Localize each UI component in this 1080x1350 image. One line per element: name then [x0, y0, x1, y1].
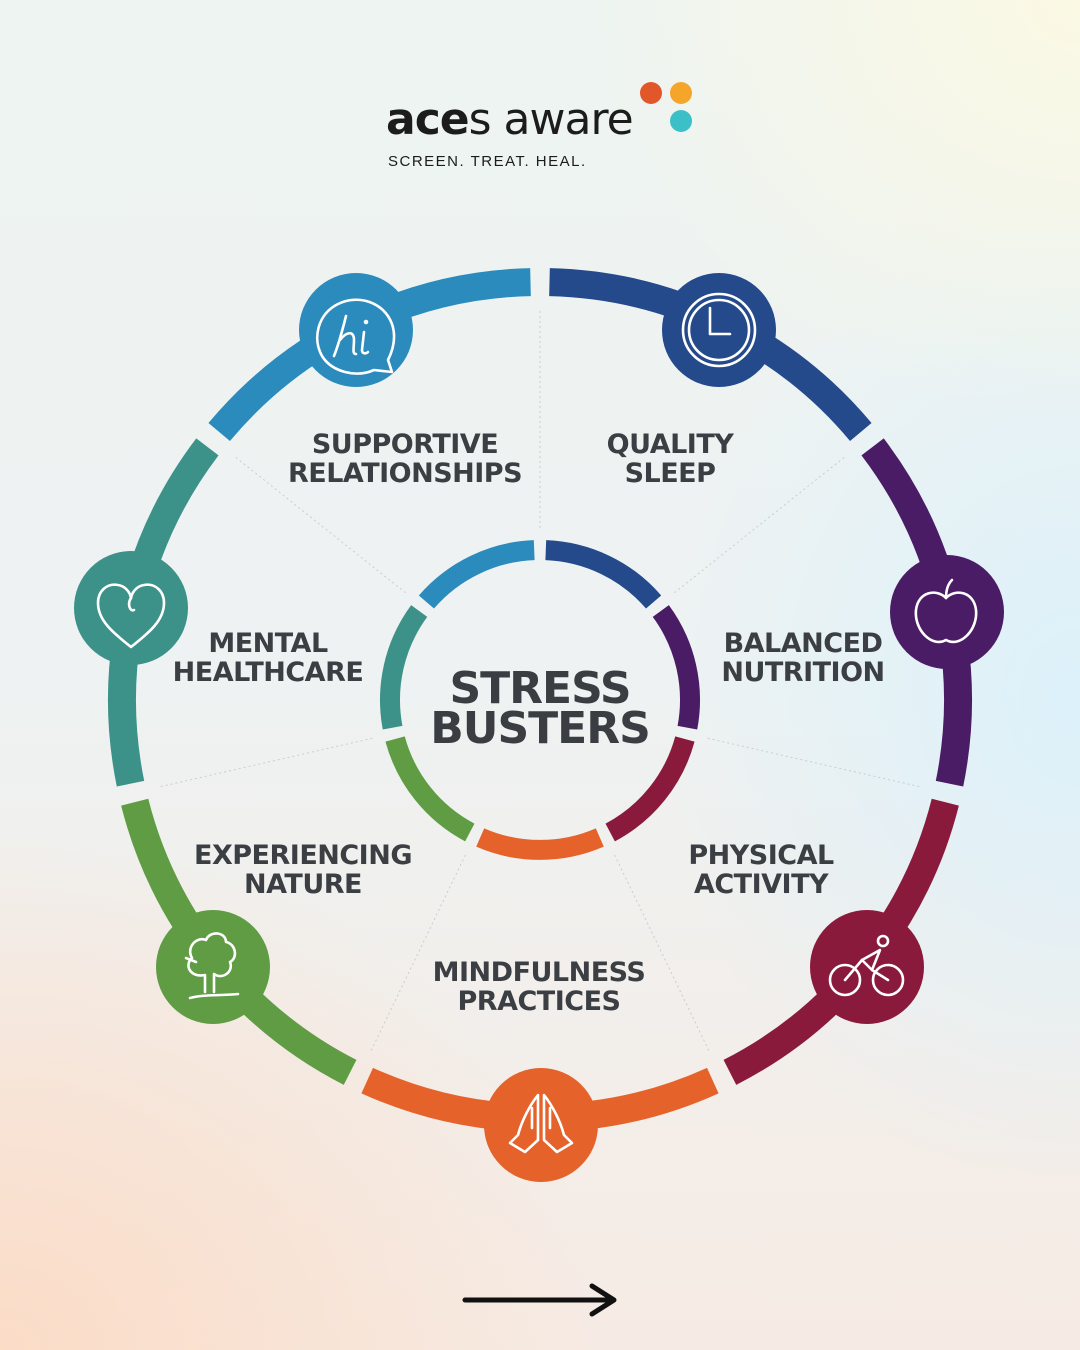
inner-arc-segment	[385, 736, 475, 842]
segment-label-line1: MINDFULNESS	[433, 957, 646, 988]
next-arrow-icon[interactable]	[462, 1283, 617, 1317]
icon-badge-supportive-relationships	[299, 273, 413, 387]
segment-label-line2: NUTRITION	[721, 657, 884, 688]
inner-arc-segment	[605, 736, 695, 842]
inner-arc-segment	[380, 605, 428, 730]
segment-label-line2: RELATIONSHIPS	[288, 458, 522, 489]
divider-line	[159, 737, 373, 788]
logo-wordmark: aces aware	[386, 94, 634, 145]
segment-label-experiencing-nature: EXPERIENCING NATURE	[194, 840, 413, 900]
divider-line	[234, 456, 406, 594]
segment-label-line2: NATURE	[244, 869, 362, 900]
divider-line	[370, 854, 466, 1052]
icon-badge-mental-healthcare	[74, 551, 188, 665]
logo-dot-orange	[640, 82, 662, 104]
segment-label-physical-activity: PHYSICAL ACTIVITY	[688, 840, 834, 900]
divider-line	[674, 456, 846, 594]
inner-arc-segment	[418, 540, 535, 609]
icon-badge-physical-activity	[810, 910, 924, 1024]
segment-label-line1: SUPPORTIVE	[312, 429, 498, 460]
icon-badge-quality-sleep	[662, 273, 776, 387]
segment-label-mindfulness-practices: MINDFULNESS PRACTICES	[433, 957, 646, 1017]
segment-label-line2: HEALTHCARE	[173, 657, 364, 688]
center-title-line1: STRESS	[449, 663, 630, 714]
inner-arc-segment	[476, 828, 604, 860]
center-title: STRESS BUSTERS	[430, 663, 651, 754]
logo-dot-yellow	[670, 82, 692, 104]
segment-label-line2: SLEEP	[625, 458, 716, 489]
apple-icon	[914, 578, 978, 644]
praying-hands-icon	[508, 1093, 574, 1154]
segment-label-mental-healthcare: MENTAL HEALTHCARE	[173, 628, 364, 688]
logo-dot-teal	[670, 110, 692, 132]
icon-badge-experiencing-nature	[156, 910, 270, 1024]
segment-label-line1: MENTAL	[208, 628, 328, 659]
segment-label-line2: PRACTICES	[458, 986, 621, 1017]
segment-label-supportive-relationships: SUPPORTIVE RELATIONSHIPS	[288, 429, 523, 489]
divider-line	[707, 737, 921, 788]
heart-icon	[96, 583, 166, 649]
center-title-line2: BUSTERS	[430, 703, 650, 754]
segment-label-balanced-nutrition: BALANCED NUTRITION	[721, 628, 885, 688]
inner-arc-segment	[545, 540, 662, 609]
segment-label-line1: BALANCED	[724, 628, 883, 659]
segment-label-line1: EXPERIENCING	[194, 840, 412, 871]
divider-lines	[159, 310, 921, 1052]
logo-tagline: SCREEN. TREAT. HEAL.	[388, 153, 587, 170]
divider-line	[614, 854, 710, 1052]
hi-speech-bubble-icon	[315, 298, 396, 375]
inner-arc-segment	[652, 605, 700, 730]
aces-aware-logo: aces aware SCREEN. TREAT. HEAL.	[380, 76, 710, 176]
tree-icon	[184, 932, 240, 1000]
segment-label-line1: QUALITY	[607, 429, 735, 460]
icon-badge-balanced-nutrition	[890, 555, 1004, 669]
clock-icon	[681, 292, 757, 368]
segment-label-line1: PHYSICAL	[688, 840, 834, 871]
segment-label-quality-sleep: QUALITY SLEEP	[607, 429, 735, 489]
icon-badge-mindfulness-practices	[484, 1068, 598, 1182]
inner-ring	[380, 540, 700, 860]
cyclist-icon	[828, 934, 905, 997]
segment-label-line2: ACTIVITY	[694, 869, 829, 900]
